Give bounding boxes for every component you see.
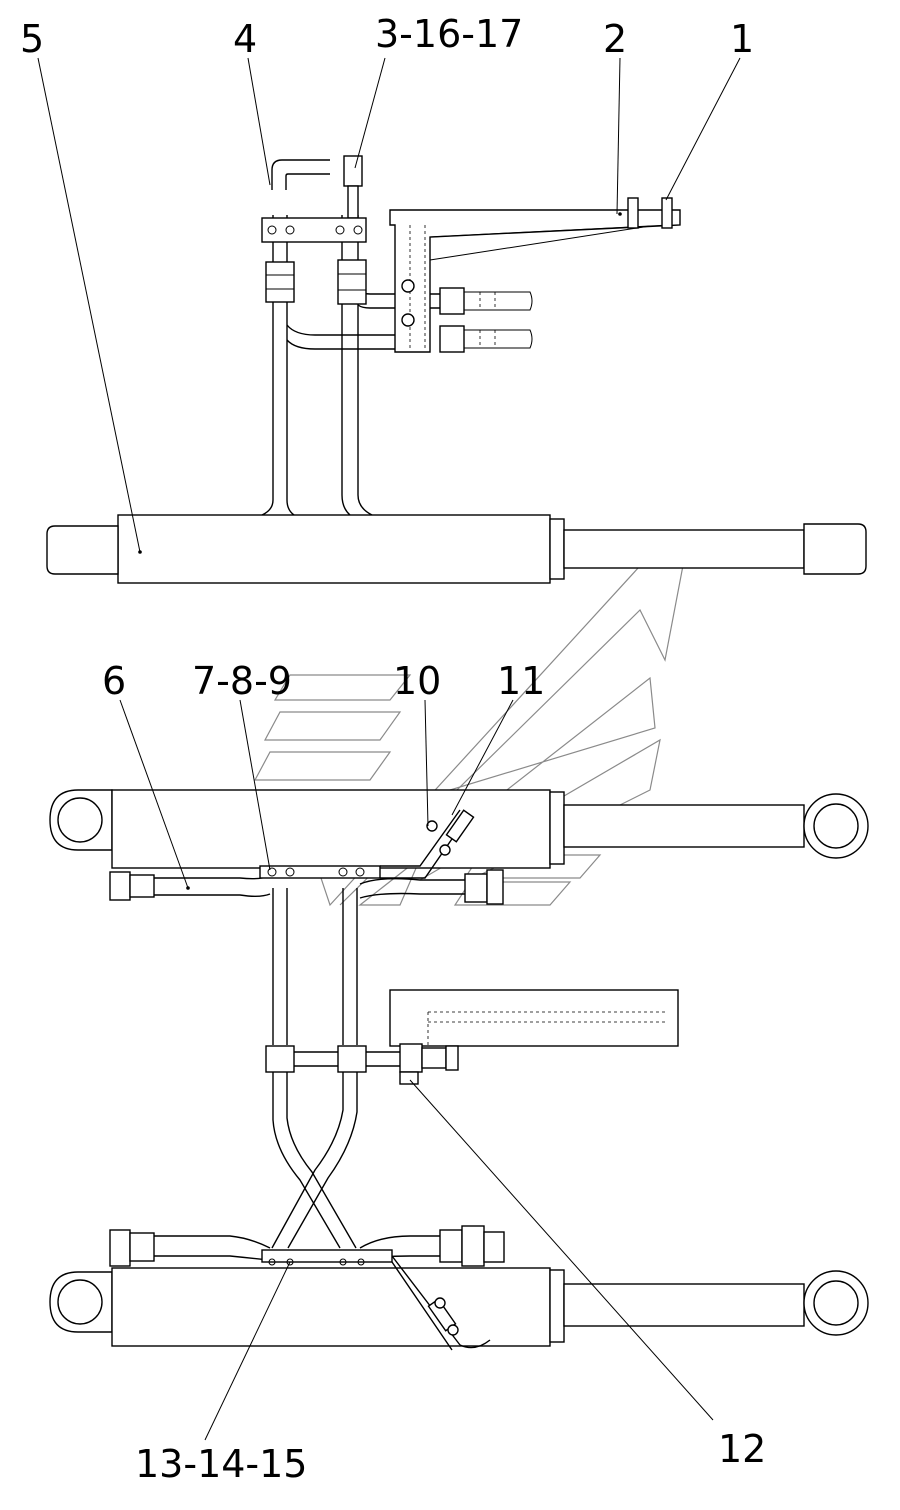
piston-rod-bottom (563, 1283, 805, 1327)
middle-view (49, 789, 869, 1045)
bolt-1b (661, 197, 673, 229)
callout-labels: 1 2 3-16-17 4 5 6 7-8-9 10 11 12 13-14-1… (20, 12, 766, 1486)
tube-clamp (261, 217, 367, 243)
callout-10: 10 (393, 659, 441, 703)
tube-left (261, 215, 295, 516)
bulkhead-lower (439, 325, 465, 353)
union-left (265, 261, 295, 303)
rod-end (803, 523, 867, 575)
callout-12: 12 (718, 1427, 766, 1471)
cylinder-barrel-bottom (111, 1267, 551, 1347)
tube-cross-lower (286, 324, 395, 350)
hose-bottom-left (154, 1235, 271, 1261)
union-lower-left (265, 1045, 295, 1073)
cylinder-end-cap (46, 525, 119, 575)
piston-rod-middle (563, 804, 805, 848)
callout-3-16-17: 3-16-17 (375, 12, 523, 56)
callout-6: 6 (102, 659, 126, 703)
tube-vertical-left (272, 888, 288, 1045)
callout-7-8-9: 7-8-9 (192, 659, 292, 703)
tube-cross-b (271, 1072, 358, 1249)
clamp-11 (445, 809, 475, 843)
cylinder-barrel-5 (117, 514, 551, 584)
union-lower-right (337, 1045, 367, 1073)
bracket-12-plate (389, 989, 679, 1047)
hose-lower (464, 329, 533, 349)
callout-11: 11 (497, 659, 545, 703)
clamp-13-14-15 (261, 1249, 393, 1263)
bottom-view (49, 1225, 869, 1351)
leader-lines (37, 57, 741, 1441)
hose-right-middle (359, 877, 465, 899)
callout-13-14-15: 13-14-15 (135, 1442, 307, 1486)
bracket-2 (389, 209, 681, 353)
bracket-12-assembly (265, 989, 679, 1249)
bulkhead-upper (439, 287, 465, 315)
union-right (337, 259, 367, 305)
callout-1: 1 (730, 17, 754, 61)
clamp-plate-7-8-9 (259, 865, 381, 879)
fitting-3-16-17 (343, 155, 363, 187)
top-view (46, 155, 867, 584)
callout-4: 4 (233, 17, 257, 61)
piston-rod (563, 529, 805, 569)
cylinder-barrel-middle (111, 789, 551, 869)
callout-2: 2 (603, 17, 627, 61)
tube-right (341, 215, 373, 516)
bolt-1a (627, 197, 639, 229)
callout-5: 5 (20, 17, 44, 61)
tube-vertical-right (342, 888, 358, 1045)
hose-upper (464, 291, 533, 311)
tube-4-top (271, 159, 330, 190)
hose-6 (154, 875, 271, 897)
cylinder-gland (549, 518, 565, 580)
tube-cross-a (272, 1072, 357, 1249)
